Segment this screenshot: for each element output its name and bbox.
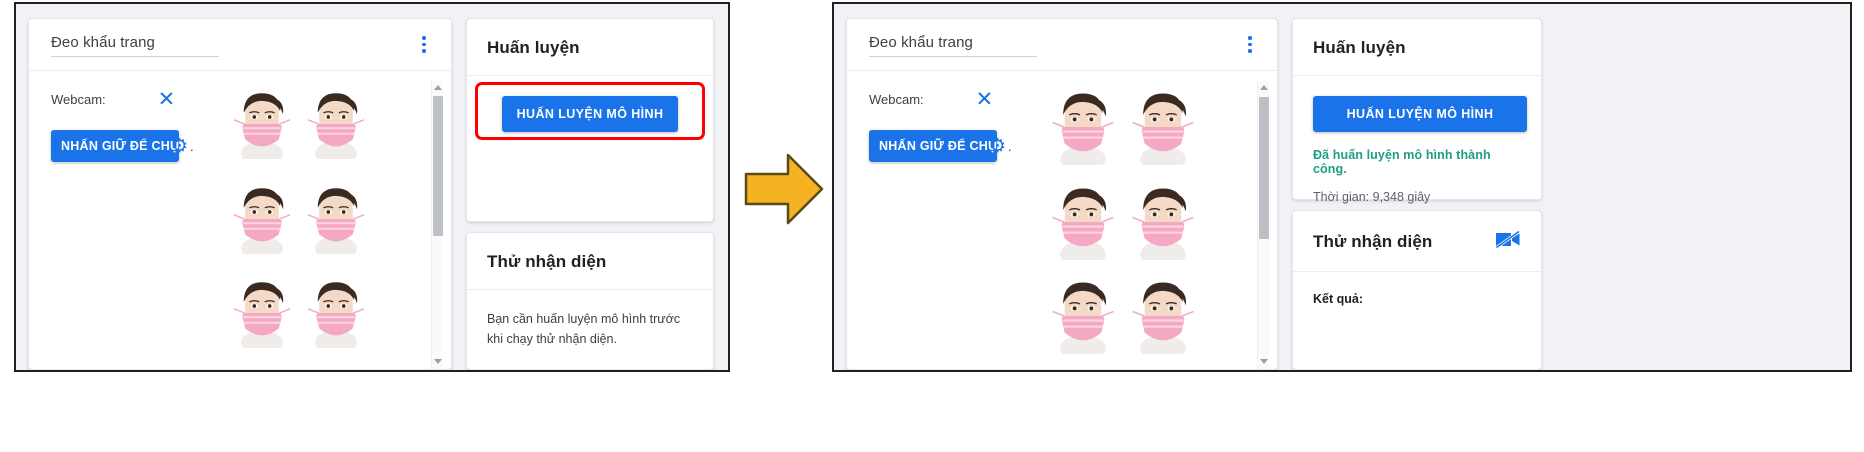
training-heading: Huấn luyện [1313,38,1406,57]
sample-thumbnail[interactable] [1045,278,1121,355]
training-panel-after: Huấn luyện HUẤN LUYỆN MÔ HÌNH Đã huấn lu… [1292,18,1542,204]
class-header: Đeo khẩu trang [847,19,1277,71]
samples-scrollbar[interactable] [1257,81,1269,369]
screenshot-before: Đeo khẩu trang Webcam: ✕ NHẤN GIỮ ĐỂ CHỤ… [14,2,730,372]
sample-thumbnail[interactable] [1045,183,1121,260]
screenshot-after: Đeo khẩu trang Webcam: ✕ NHẤN GIỮ ĐỂ CHỤ… [832,2,1852,372]
scrollbar-thumb[interactable] [433,96,443,236]
class-card-after: Đeo khẩu trang Webcam: ✕ NHẤN GIỮ ĐỂ CHỤ… [846,18,1278,370]
sample-grid [1045,89,1201,369]
sample-grid-wrap [221,89,451,369]
sample-thumbnail[interactable] [227,89,297,159]
training-elapsed-time: Thời gian: 9,348 giây [1313,190,1431,204]
sample-thumbnail[interactable] [1125,89,1201,165]
sample-thumbnail[interactable] [1125,183,1201,260]
sample-thumbnail[interactable] [227,278,297,349]
sample-thumbnail[interactable] [301,183,371,254]
training-success-status: Đã huấn luyện mô hình thành công. [1313,148,1491,176]
right-column-after: Huấn luyện HUẤN LUYỆN MÔ HÌNH Đã huấn lu… [1292,18,1542,370]
more-vert-icon[interactable] [415,34,433,56]
class-body: Webcam: ✕ NHẤN GIỮ ĐỂ CHỤP ⚙ . [847,71,1277,369]
training-heading: Huấn luyện [487,38,580,57]
samples-scrollbar[interactable] [431,81,443,369]
webcam-label: Webcam: [51,92,106,107]
scroll-arrow-up-icon[interactable] [1259,85,1268,90]
class-name-input[interactable]: Đeo khẩu trang [51,33,219,57]
scrollbar-thumb[interactable] [1259,97,1269,239]
sample-thumbnail[interactable] [1045,89,1121,165]
right-column-before: Huấn luyện HUẤN LUYỆN MÔ HÌNH Thử nhận d… [466,18,714,370]
class-card-before: Đeo khẩu trang Webcam: ✕ NHẤN GIỮ ĐỂ CHỤ… [28,18,452,370]
result-label: Kết quả: [1313,292,1363,306]
preview-heading: Thử nhận diện [487,252,607,272]
divider [467,289,713,291]
divider [467,75,713,76]
right-arrow-icon [744,152,824,226]
gear-trailing-dot: . [190,138,194,154]
sample-grid-wrap [1039,89,1277,369]
hold-to-record-button[interactable]: NHẤN GIỮ ĐỂ CHỤP [869,130,997,162]
sample-thumbnail[interactable] [301,89,371,159]
scroll-arrow-down-icon[interactable] [1259,359,1268,364]
gear-icon[interactable]: ⚙ [989,134,1007,157]
preview-panel-before: Thử nhận diện Bạn cần huấn luyện mô hình… [466,232,714,370]
divider [1293,271,1541,272]
webcam-controls: Webcam: ✕ NHẤN GIỮ ĐỂ CHỤP ⚙ . [51,89,221,369]
gear-trailing-dot: . [1008,138,1012,154]
sample-grid [227,89,371,369]
close-x-icon[interactable]: ✕ [975,87,994,111]
sample-thumbnail[interactable] [301,278,371,349]
preview-empty-note: Bạn cần huấn luyện mô hình trước khi chạ… [487,312,681,346]
webcam-label: Webcam: [869,92,924,107]
more-vert-icon[interactable] [1241,34,1259,56]
gear-icon[interactable]: ⚙ [171,134,189,157]
webcam-controls: Webcam: ✕ NHẤN GIỮ ĐỂ CHỤP ⚙ . [869,89,1039,369]
class-header: Đeo khẩu trang [29,19,451,71]
scroll-arrow-up-icon[interactable] [433,85,442,90]
class-name-input[interactable]: Đeo khẩu trang [869,33,1037,57]
divider [1293,75,1541,76]
video-off-icon[interactable] [1495,230,1521,254]
preview-header: Thử nhận diện [1293,211,1541,271]
close-x-icon[interactable]: ✕ [157,87,176,111]
scroll-arrow-down-icon[interactable] [433,359,442,364]
preview-heading: Thử nhận diện [1313,232,1433,251]
hold-to-record-button[interactable]: NHẤN GIỮ ĐỂ CHỤP [51,130,179,162]
sample-thumbnail[interactable] [227,183,297,254]
sample-thumbnail[interactable] [1125,278,1201,355]
class-body: Webcam: ✕ NHẤN GIỮ ĐỂ CHỤP ⚙ . [29,71,451,369]
train-model-button[interactable]: HUẤN LUYỆN MÔ HÌNH [502,96,678,132]
training-panel-before: Huấn luyện HUẤN LUYỆN MÔ HÌNH [466,18,714,223]
preview-panel-after: Thử nhận diện Kết quả: [1292,210,1542,370]
train-model-button[interactable]: HUẤN LUYỆN MÔ HÌNH [1313,96,1527,132]
